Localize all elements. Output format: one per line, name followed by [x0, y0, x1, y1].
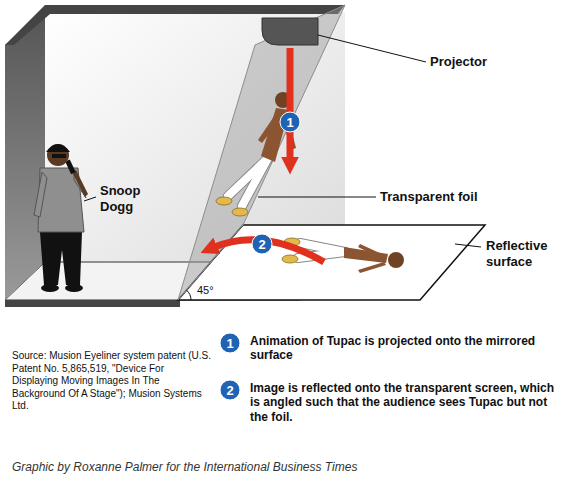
arm	[34, 172, 47, 217]
callout-number: 2	[226, 384, 233, 397]
left-wall	[5, 10, 45, 300]
shoe	[65, 284, 83, 292]
note-text: Image is reflected onto the transparent …	[250, 381, 555, 424]
circle-shape	[280, 112, 300, 132]
part-label: Projector	[430, 54, 487, 70]
label-holder: Projector	[430, 54, 487, 70]
leader-line	[455, 244, 481, 247]
projection-arrow	[287, 48, 294, 162]
note-text: Animation of Tupac is projected onto the…	[250, 334, 550, 363]
stage-front	[5, 300, 180, 307]
shoe	[41, 284, 59, 292]
callout-number: 1	[286, 116, 293, 129]
arm	[358, 262, 386, 273]
microphone	[65, 159, 75, 174]
cap	[46, 144, 70, 152]
glasses	[52, 154, 66, 158]
part-label: 45°	[197, 284, 214, 297]
label-holder: Snoop Dogg	[100, 183, 150, 214]
callout-circle: 2	[251, 233, 273, 255]
part-label: Transparent foil	[380, 189, 478, 205]
circle-shape	[220, 333, 240, 353]
callout-circle: 1	[219, 332, 241, 354]
label-holder: Transparent foil	[380, 189, 478, 205]
label-holder: Source: Musion Eyeliner system patent (U…	[12, 350, 212, 413]
caption: Graphic by Roxanne Palmer for the Intern…	[12, 460, 357, 474]
shoe	[216, 197, 232, 205]
snoop-figure	[34, 144, 88, 292]
circle-shape	[252, 234, 272, 254]
label-holder: Animation of Tupac is projected onto the…	[250, 334, 550, 363]
leader-line	[84, 197, 96, 201]
caption-holder: Graphic by Roxanne Palmer for the Intern…	[12, 460, 357, 474]
ceiling	[5, 5, 345, 45]
label-holder: 45°	[197, 284, 214, 297]
leg	[228, 158, 268, 196]
part-label: Snoop Dogg	[100, 183, 150, 214]
label-holder: Reflective surface	[486, 238, 560, 269]
callout-number: 2	[258, 238, 265, 251]
callout-number: 1	[226, 337, 233, 350]
part-label: Reflective surface	[486, 238, 560, 269]
head	[388, 252, 404, 268]
callout-circle: 1	[279, 111, 301, 133]
pants	[40, 232, 82, 285]
note-text: Source: Musion Eyeliner system patent (U…	[12, 350, 212, 413]
projector	[262, 18, 318, 45]
arm	[358, 244, 384, 259]
arm	[258, 112, 281, 143]
callout-circle: 2	[219, 379, 241, 401]
angle-arc	[187, 290, 192, 300]
transparent-foil	[178, 5, 345, 300]
circle-shape	[220, 380, 240, 400]
shoe	[232, 208, 248, 216]
tupac-reflection	[282, 238, 404, 273]
label-holder: Image is reflected onto the transparent …	[250, 381, 555, 424]
leader-line	[258, 197, 376, 198]
shoe	[282, 255, 298, 263]
leader-line	[318, 35, 426, 62]
hand	[72, 170, 88, 197]
head	[47, 144, 69, 166]
